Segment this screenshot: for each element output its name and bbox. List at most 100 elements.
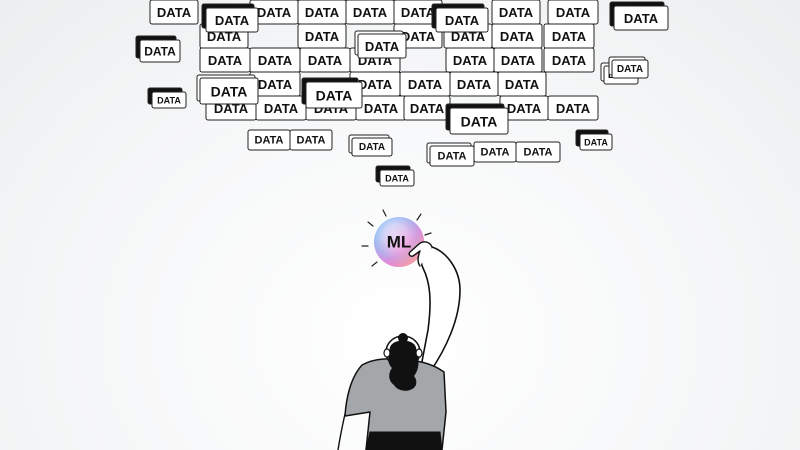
data-tile-label: DATA	[258, 77, 293, 92]
data-tile-label: DATA	[215, 13, 250, 28]
data-tile: DATA	[135, 35, 181, 63]
data-tile: DATA	[299, 47, 351, 73]
data-tile: DATA	[575, 129, 613, 151]
data-tile: DATA	[345, 0, 395, 25]
data-tile-box	[305, 81, 363, 109]
data-tile-label: DATA	[297, 135, 326, 147]
data-tile-label: DATA	[264, 101, 299, 116]
person-hand	[408, 241, 433, 267]
data-tile-label: DATA	[500, 29, 535, 44]
data-tile-box	[139, 39, 181, 63]
data-tile: DATA	[247, 129, 291, 151]
data-tile: DATA	[543, 47, 595, 73]
data-tile-label: DATA	[255, 135, 284, 147]
person-hair-braid	[388, 340, 419, 391]
data-tile-label: DATA	[408, 77, 443, 92]
data-tile: DATA	[609, 1, 669, 31]
data-tile-box	[543, 47, 595, 73]
data-tile: DATA	[249, 71, 301, 97]
data-tile: DATA	[403, 95, 451, 121]
data-tile: DATA	[608, 56, 649, 79]
person-ear	[415, 348, 423, 358]
data-tile-label: DATA	[457, 77, 492, 92]
data-tile-box	[149, 0, 199, 25]
data-tile: DATA	[445, 103, 509, 135]
data-tile-label: DATA	[257, 5, 292, 20]
data-tile-box	[579, 133, 613, 151]
data-tile-label: DATA	[617, 64, 643, 75]
data-tile-box	[357, 33, 407, 59]
data-tile: DATA	[301, 77, 363, 109]
data-tile-label: DATA	[258, 53, 293, 68]
data-tile-label: DATA	[556, 5, 591, 20]
data-tile-box	[429, 145, 475, 167]
data-tile-label: DATA	[305, 5, 340, 20]
data-tile-label: DATA	[438, 151, 467, 163]
data-tile: DATA	[289, 129, 333, 151]
data-tile-label: DATA	[584, 138, 608, 148]
data-tile-label: DATA	[552, 53, 587, 68]
data-tile-box	[449, 107, 509, 135]
data-tile: DATA	[355, 95, 407, 121]
data-tile: DATA	[354, 30, 407, 59]
data-tile-cloud: DATA DATA DATA DATA DATA DATA DATA DATA DATA DATA…	[135, 0, 669, 187]
data-tile: DATA	[255, 95, 307, 121]
data-tile: DATA	[431, 3, 489, 33]
data-tile: DATA	[149, 0, 199, 25]
person-shirt	[344, 358, 447, 450]
data-tile-box	[289, 129, 333, 151]
data-tile: DATA	[543, 23, 595, 49]
data-tile-label: DATA	[481, 147, 510, 159]
data-tile: DATA	[426, 142, 475, 167]
orb-label: ML	[387, 233, 412, 252]
data-tile-label: DATA	[501, 53, 536, 68]
data-tile-label: DATA	[358, 77, 393, 92]
data-tile-label: DATA	[385, 174, 409, 184]
data-tile: DATA	[497, 71, 547, 97]
data-tile-label: DATA	[507, 101, 542, 116]
data-tile-box	[151, 91, 187, 109]
data-tile-label: DATA	[316, 88, 353, 104]
data-tile-box	[613, 5, 669, 31]
data-tile: DATA	[249, 47, 301, 73]
data-tile-box	[547, 95, 599, 121]
data-tile-label: DATA	[499, 5, 534, 20]
data-tile-label: DATA	[451, 29, 486, 44]
data-tile-box	[379, 169, 415, 187]
data-tile: DATA	[547, 95, 599, 121]
data-tile-label: DATA	[157, 5, 192, 20]
data-tile: DATA	[297, 23, 347, 49]
data-tile: DATA	[201, 3, 259, 33]
data-tile: DATA	[493, 47, 543, 73]
person-hair-bun	[398, 333, 408, 343]
data-tile: DATA	[445, 47, 495, 73]
data-tile: DATA	[491, 23, 543, 49]
data-tile-label: DATA	[214, 101, 249, 116]
data-tile-label: DATA	[211, 84, 248, 100]
data-tile: DATA	[491, 0, 541, 25]
data-tile-box	[351, 137, 393, 157]
data-tile-box	[611, 59, 649, 79]
data-tile-label: DATA	[359, 142, 385, 153]
data-tile: DATA	[196, 74, 259, 105]
data-tile-label: DATA	[207, 29, 242, 44]
data-tile-label: DATA	[157, 96, 181, 106]
data-tile: DATA	[449, 71, 499, 97]
data-tile: DATA	[515, 141, 561, 163]
person-ear	[383, 348, 391, 358]
data-tile-box	[515, 141, 561, 163]
person-figure	[337, 241, 461, 450]
data-tile: DATA	[399, 71, 451, 97]
data-tile-box	[199, 77, 259, 105]
data-tile-label: DATA	[401, 5, 436, 20]
data-tile-label: DATA	[401, 29, 436, 44]
data-tile-label: DATA	[505, 77, 540, 92]
data-tile: DATA	[547, 0, 599, 25]
data-tile-label: DATA	[364, 101, 399, 116]
data-tile: DATA	[473, 141, 517, 163]
data-tile: DATA	[375, 165, 415, 187]
data-tile: DATA	[348, 134, 393, 157]
data-tile-label: DATA	[461, 114, 498, 130]
person-pants	[365, 431, 443, 450]
data-tile: DATA	[499, 95, 549, 121]
